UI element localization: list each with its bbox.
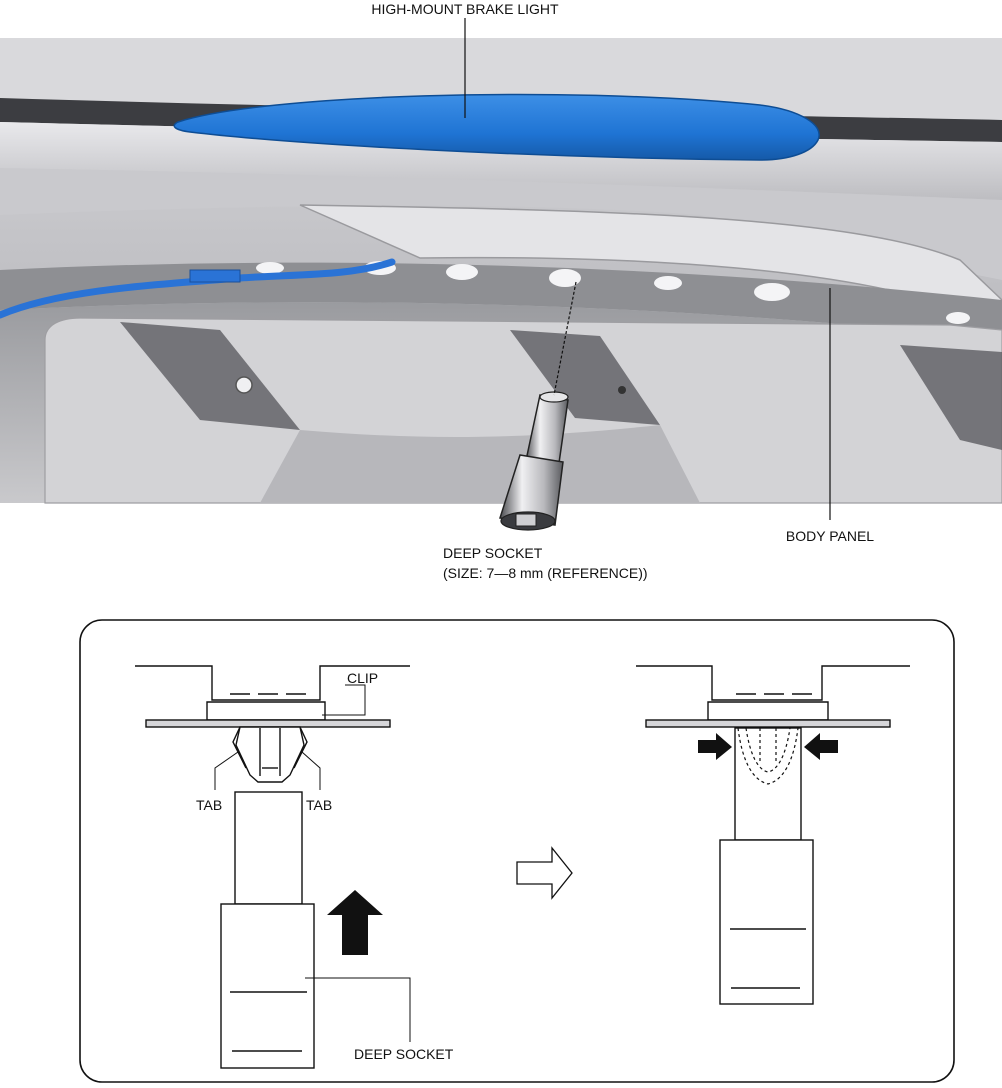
socket-size-label: (SIZE: 7—8 mm (REFERENCE)) [443,565,648,581]
body-panel-sheet-right [645,719,891,728]
body-panel-sheet-left [145,719,391,728]
compressed-clip-hidden [737,727,799,785]
top-leader-lines [464,18,831,520]
hole-row-panel [0,262,1002,340]
roof-panel [0,38,1002,120]
rib-center [510,330,660,425]
clip-label: CLIP [347,670,378,686]
vehicle-illustration [0,38,1002,531]
press-left-arrow-icon [804,733,838,760]
harness-clip [189,269,241,283]
left-leader-lines [214,684,411,1042]
deep-socket-label: DEEP SOCKET [443,545,543,561]
panel-outline-left [135,665,410,701]
tab-left-shape [232,726,247,769]
press-right-arrow-icon [698,733,732,760]
high-mount-brake-light [173,93,820,161]
fastener-hole-left [235,376,253,394]
socket-body-left [220,903,315,1069]
tab-right-label: TAB [306,797,332,813]
fastener-hole-center [618,386,626,394]
lower-trim-band [0,168,1002,280]
deep-socket-detail-label: DEEP SOCKET [354,1046,454,1062]
clip-head-right [707,701,829,721]
rib-left [120,322,300,430]
detail-before [135,665,410,1069]
up-arrow-icon [327,890,383,955]
tab-right-shape [293,726,308,769]
body-panel-label: BODY PANEL [786,528,874,544]
body-panel-arc [299,204,1002,331]
deep-socket-tool [499,391,569,531]
socket-shaft-left [234,791,303,905]
brake-light-label: HIGH-MOUNT BRAKE LIGHT [371,1,559,17]
detail-after [636,665,910,1005]
next-step-arrow-icon [516,846,573,900]
clip-head-left [206,701,326,721]
detail-frame [79,619,955,1083]
inner-panel-box [44,317,1002,504]
panel-outline-right [636,665,910,701]
socket-body-right [719,839,814,1005]
tab-left-label: TAB [196,797,222,813]
recess-shadow [260,425,700,503]
clip-body-left [235,726,305,783]
rib-right [900,345,1002,450]
